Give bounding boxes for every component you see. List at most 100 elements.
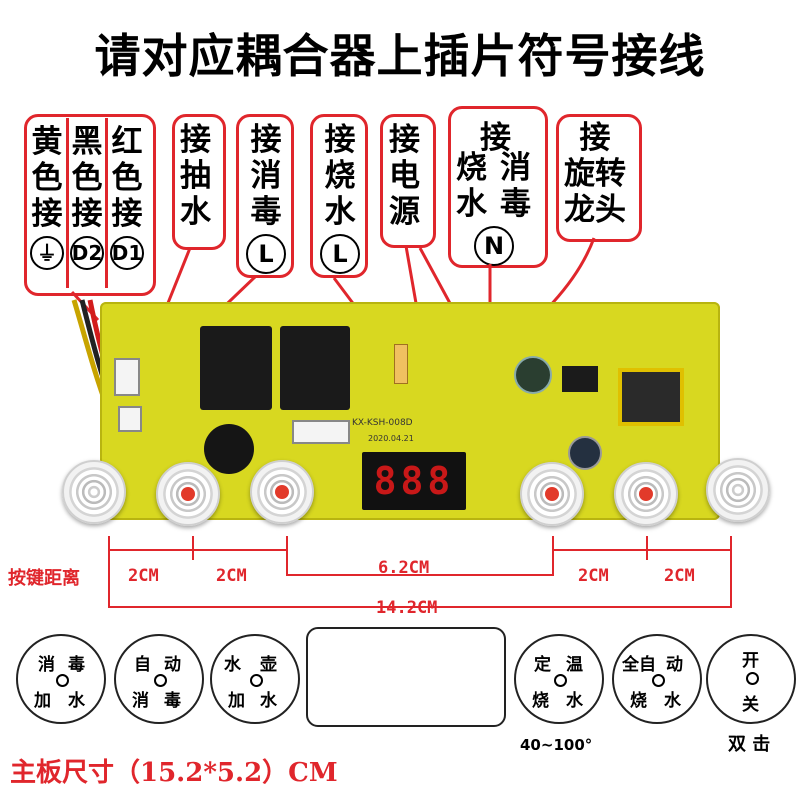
ground-icon: ⏚ (30, 236, 64, 270)
key-legend-text: 关 (742, 695, 759, 715)
key-legend-text: 开 (742, 651, 759, 671)
label-power: 接 电 源 (389, 122, 420, 230)
label-disinfect-char-3: 毒 (250, 194, 282, 230)
buzzer (204, 424, 254, 474)
dim-tick-6 (730, 536, 732, 608)
key-legend-text: 温 (566, 655, 583, 675)
label-neutral-right: 消 毒 (500, 150, 531, 222)
label-box-faucet (556, 114, 642, 242)
label-neutral-right-char-2: 毒 (500, 186, 531, 222)
key-legend-text: 消 (132, 691, 149, 711)
key-legend-text: 烧 (532, 691, 549, 711)
key-legend-text: 加 (34, 691, 51, 711)
label-boil: 接 烧 水 L (320, 122, 360, 274)
wire-col-yellow-char-1: 黄 (31, 124, 63, 160)
key-legend-disinfect-fill: 消 毒 加 水 (16, 634, 106, 724)
dim-line-top-left (108, 549, 288, 551)
wire-col-black-char-3: 接 (71, 196, 103, 232)
chip-ic (562, 366, 598, 392)
key-legend-text: 毒 (164, 691, 181, 711)
dim-seg-1: 2CM (128, 566, 159, 586)
label-neutral-left-char-1: 烧 (456, 150, 487, 186)
key-dot (56, 674, 69, 687)
wire-col-red: 红 色 接 D1 (110, 124, 144, 270)
key-legend-text: 动 (164, 655, 181, 675)
label-faucet-char-3: 龙头 (564, 192, 626, 228)
dim-seg-3: 6.2CM (378, 558, 430, 578)
box1-divider-2 (105, 118, 108, 288)
key-legend-text: 全自 (622, 655, 656, 675)
wire-col-black-char-2: 色 (71, 160, 103, 196)
spring-key-4[interactable] (520, 462, 584, 526)
temp-range-label: 40~100° (520, 736, 593, 754)
dim-line-mid (286, 574, 554, 576)
spring-key-6[interactable] (706, 458, 770, 522)
key-dot (154, 674, 167, 687)
wire-col-red-char-2: 色 (111, 160, 143, 196)
dim-line-top-right (552, 549, 732, 551)
wire-col-red-char-1: 红 (111, 124, 143, 160)
label-power-char-1: 接 (389, 122, 420, 158)
label-neutral-top: 接 (480, 120, 511, 156)
key-legend-set-temp: 定 温 烧 水 (514, 634, 604, 724)
capacitor-2 (568, 436, 602, 470)
label-box-pump (172, 114, 226, 250)
led-indicator (545, 487, 559, 501)
box1-divider-1 (66, 118, 69, 288)
key-legend-auto-disinfect: 自 动 消 毒 (114, 634, 204, 724)
key-legend-text: 壶 (260, 655, 277, 675)
label-faucet-char-2: 旋转 (564, 156, 626, 192)
key-legend-auto-boil: 全自 动 烧 水 (612, 634, 702, 724)
label-disinfect-char-1: 接 (250, 122, 282, 158)
led-indicator (181, 487, 195, 501)
dim-tick-4 (552, 536, 554, 576)
key-legend-kettle-fill: 水 壶 加 水 (210, 634, 300, 724)
label-boil-char-2: 烧 (324, 158, 356, 194)
label-boil-char-3: 水 (324, 194, 356, 230)
key-legend-text: 水 (566, 691, 583, 711)
d2-terminal-badge: D2 (70, 236, 104, 270)
spring-key-1[interactable] (62, 460, 126, 524)
spring-key-2[interactable] (156, 462, 220, 526)
wire-col-black: 黑 色 接 D2 (70, 124, 104, 270)
wire-col-red-char-3: 接 (111, 196, 143, 232)
led-indicator (639, 487, 653, 501)
label-pump-char-3: 水 (180, 194, 211, 230)
silk-date-text: 2020.04.21 (368, 434, 414, 443)
wire-col-yellow-char-2: 色 (31, 160, 63, 196)
display-window-outline (306, 627, 506, 727)
key-legend-text: 加 (228, 691, 245, 711)
dim-line-total (108, 606, 732, 608)
label-neutral-left: 烧 水 (456, 150, 487, 222)
key-legend-text: 水 (224, 655, 241, 675)
live-l-badge: L (246, 234, 286, 274)
connector-pump (114, 358, 140, 396)
label-box-neutral (448, 106, 548, 268)
spring-key-5[interactable] (614, 462, 678, 526)
key-legend-text: 消 (38, 655, 55, 675)
key-legend-text: 动 (666, 655, 683, 675)
d1-terminal-badge: D1 (110, 236, 144, 270)
wire-col-yellow-char-3: 接 (31, 196, 63, 232)
led-indicator (275, 485, 289, 499)
key-legend-text: 水 (664, 691, 681, 711)
label-pump-char-1: 接 (180, 122, 211, 158)
dim-tick-2 (192, 536, 194, 560)
label-pump-char-2: 抽 (180, 158, 211, 194)
transformer (618, 368, 684, 426)
label-faucet: 接 旋转 龙头 (564, 120, 626, 228)
label-disinfect-char-2: 消 (250, 158, 282, 194)
key-dot (652, 674, 665, 687)
spring-key-3[interactable] (250, 460, 314, 524)
live-l-badge-boil: L (320, 234, 360, 274)
dim-seg-4: 2CM (578, 566, 609, 586)
label-disinfect: 接 消 毒 L (246, 122, 286, 274)
seven-segment-display: 888 (362, 452, 466, 510)
key-distance-label: 按键距离 (8, 568, 80, 589)
key-legend-power: 开 关 (706, 634, 796, 724)
fuse (394, 344, 408, 384)
relay-2 (280, 326, 350, 410)
label-box-power (380, 114, 436, 248)
wire-col-black-char-1: 黑 (71, 124, 103, 160)
key-dot (250, 674, 263, 687)
